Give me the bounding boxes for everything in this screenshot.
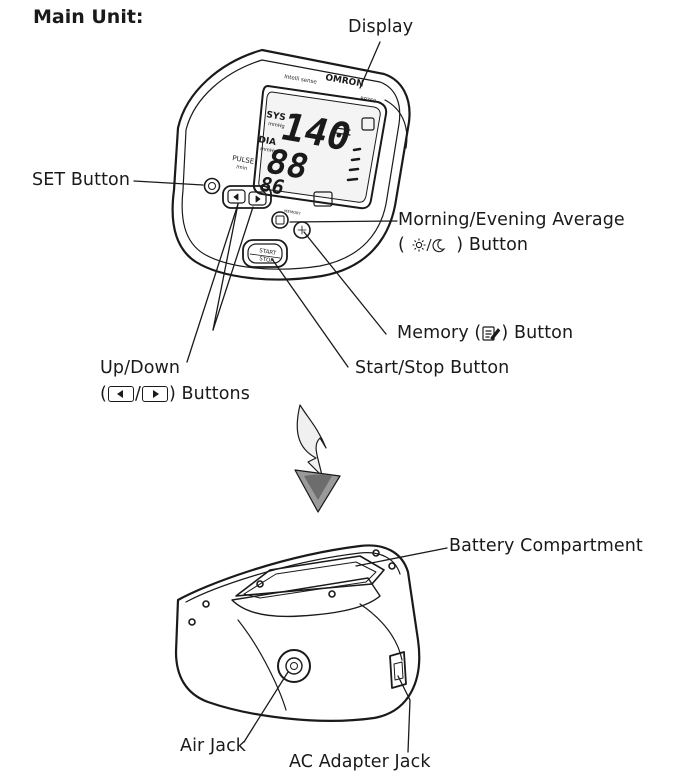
label-start-stop: Start/Stop Button <box>355 358 510 378</box>
stop-text: STOP <box>259 256 275 265</box>
main-unit-back <box>174 544 421 722</box>
updown-close: ) Buttons <box>168 384 250 404</box>
panel-dia-label: DIA <box>257 135 276 148</box>
brand-logo: OMRON <box>324 73 364 90</box>
intellisense-logo: Intelli sense <box>284 74 318 86</box>
memory-label-open: Memory ( <box>397 323 482 343</box>
panel-sys-unit: mmHg <box>268 121 285 130</box>
label-battery-compartment: Battery Compartment <box>449 536 643 556</box>
label-set-button: SET Button <box>32 170 131 190</box>
memory-text: MEMORY <box>284 208 302 216</box>
panel-pulse-label: PULSE <box>232 154 255 166</box>
updown-open: ( <box>100 384 107 404</box>
label-memory-button: Memory ( ) Button <box>397 323 573 343</box>
page-title: Main Unit: <box>33 6 144 28</box>
model-number: BP760 <box>360 96 377 105</box>
paren-close-button: ) Button <box>456 235 529 255</box>
main-unit-front <box>171 48 411 281</box>
label-display: Display <box>348 17 414 37</box>
label-ac-adapter-jack: AC Adapter Jack <box>289 752 431 772</box>
display-screen <box>252 85 388 210</box>
label-updown-buttons: ( / ) Buttons <box>100 384 250 404</box>
label-morning-evening-button: ( ) Button <box>398 235 528 255</box>
panel-pulse-unit: /min <box>236 164 248 172</box>
front-buttons <box>203 177 311 268</box>
panel-dia-unit: mmHg <box>260 146 277 155</box>
updown-slash: / <box>134 384 141 404</box>
panel-sys-label: SYS <box>265 110 286 123</box>
paren-open: ( <box>398 235 405 255</box>
start-text: START <box>259 248 277 257</box>
label-updown: Up/Down <box>100 358 181 378</box>
label-morning-evening: Morning/Evening Average <box>398 210 625 230</box>
device-text: OMRON Intelli sense BP760 SYS mmHg DIA m… <box>232 73 377 264</box>
leader-lines-bottom <box>243 547 448 753</box>
left-arrow-icon <box>107 386 134 402</box>
leader-lines-top <box>133 41 398 368</box>
curved-arrow <box>294 404 341 513</box>
memory-label-close: ) Button <box>501 323 574 343</box>
memory-notepad-icon <box>482 325 501 341</box>
label-air-jack: Air Jack <box>180 736 247 756</box>
sun-moon-icon <box>412 238 445 253</box>
right-arrow-icon <box>141 386 168 402</box>
